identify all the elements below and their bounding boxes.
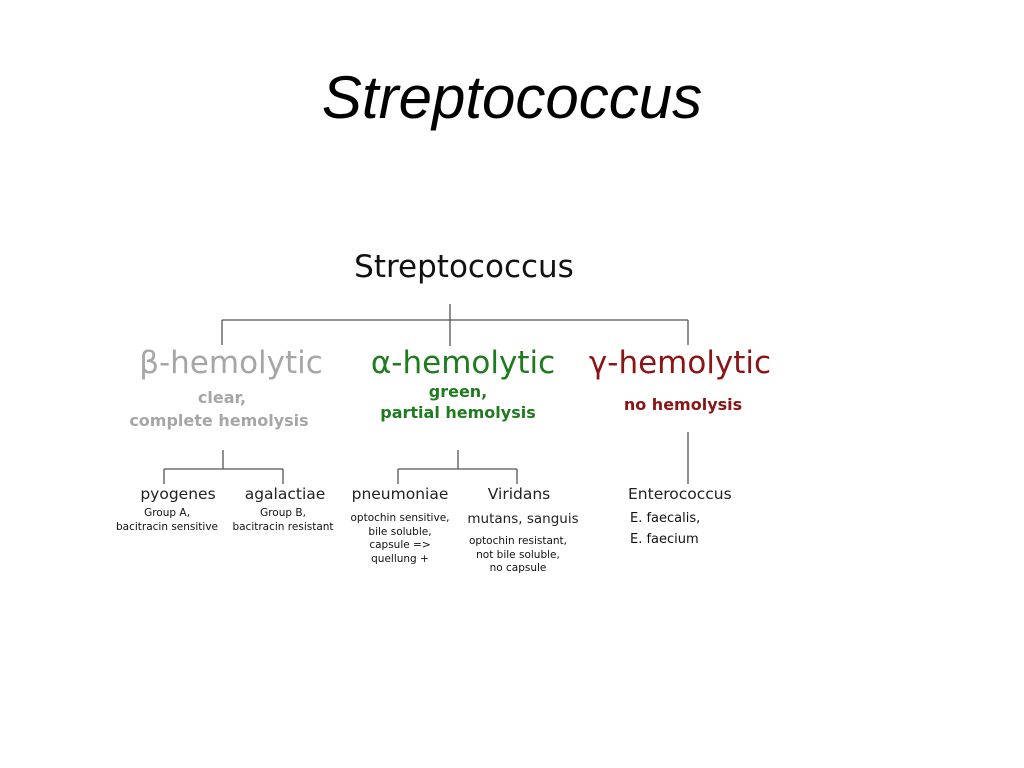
note-line: E. faecalis, (630, 511, 701, 526)
beta-hemolytic-label: β-hemolytic (139, 345, 323, 381)
species-agalactiae: agalactiae (244, 485, 326, 503)
enterococcus-notes: E. faecalis, E. faecium (630, 508, 700, 550)
note-line: Group A, (144, 507, 190, 519)
note-line: bile soluble, (368, 525, 432, 538)
alpha-desc-line2: partial hemolysis (380, 403, 536, 422)
species-enterococcus: Enterococcus (628, 485, 732, 503)
species-viridans: Viridans (487, 485, 551, 503)
note-line: no capsule (489, 562, 547, 574)
note-line: quellung + (371, 552, 429, 565)
alpha-hemolytic-label: α-hemolytic (370, 345, 556, 381)
beta-desc-line1: clear, (197, 388, 247, 407)
species-pyogenes: pyogenes (140, 485, 216, 503)
note-line: E. faecium (630, 532, 699, 547)
note-line: bacitracin resistant (232, 520, 334, 533)
agalactiae-notes: Group B, bacitracin resistant (232, 507, 333, 534)
note-line: capsule => (369, 539, 431, 551)
beta-desc-line2: complete hemolysis (129, 411, 309, 430)
note-line: not bile soluble, (476, 548, 560, 561)
viridans-notes: optochin resistant, not bile soluble, no… (469, 535, 567, 576)
note-line: optochin sensitive, (350, 512, 450, 524)
alpha-desc-line1: green, (428, 382, 488, 401)
root-node: Streptococcus (354, 249, 574, 285)
pneumoniae-notes: optochin sensitive, bile soluble, capsul… (351, 512, 450, 566)
species-pneumoniae: pneumoniae (351, 485, 449, 503)
gamma-desc-line1: no hemolysis (623, 395, 743, 414)
pyogenes-notes: Group A, bacitracin sensitive (116, 507, 218, 534)
gamma-hemolytic-label: γ-hemolytic (588, 345, 772, 381)
slide-title: Streptococcus (321, 64, 703, 131)
note-line: optochin resistant, (468, 535, 568, 547)
note-line: bacitracin sensitive (115, 520, 219, 533)
viridans-subtitle: mutans, sanguis (467, 511, 579, 527)
note-line: Group B, (260, 507, 306, 519)
